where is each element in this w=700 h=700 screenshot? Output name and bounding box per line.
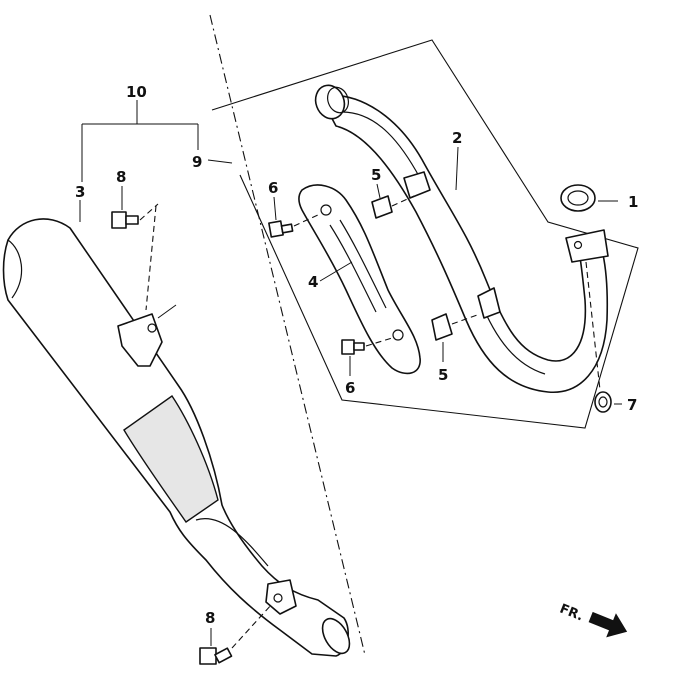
callout-3: 3 <box>75 183 85 201</box>
clip-lower <box>431 313 481 362</box>
exhaust-gasket <box>560 184 618 212</box>
flange-nut <box>585 261 622 413</box>
separation-line <box>209 14 366 656</box>
exhaust-pipe <box>314 84 609 393</box>
exhaust-pipe-group-frame <box>211 39 639 429</box>
callout-10: 10 <box>126 83 147 101</box>
group-bracket-10 <box>81 100 199 182</box>
callout-5-lower: 5 <box>438 366 448 384</box>
bolt-upper <box>268 196 321 238</box>
callout-7: 7 <box>627 396 637 414</box>
heat-shield <box>298 184 421 375</box>
muffler-bolt-lower <box>199 603 273 665</box>
bolt-lower <box>341 337 393 376</box>
callout-6-lower: 6 <box>345 379 355 397</box>
leader-2 <box>455 146 459 191</box>
callout-8-lower: 8 <box>205 609 215 627</box>
leader-9 <box>207 159 233 164</box>
muffler <box>2 200 351 657</box>
callout-2: 2 <box>452 129 462 147</box>
front-direction-label: FR. <box>557 602 585 625</box>
callout-9: 9 <box>192 153 202 171</box>
clip-upper <box>371 183 415 219</box>
front-arrow-icon <box>588 611 628 638</box>
callout-5-upper: 5 <box>371 166 381 184</box>
muffler-bolt-upper <box>111 186 159 311</box>
callout-6-upper: 6 <box>268 179 278 197</box>
callout-4: 4 <box>308 273 318 291</box>
callout-8-upper: 8 <box>116 168 126 186</box>
front-direction-indicator: FR. <box>557 602 628 638</box>
callout-1: 1 <box>628 193 638 211</box>
